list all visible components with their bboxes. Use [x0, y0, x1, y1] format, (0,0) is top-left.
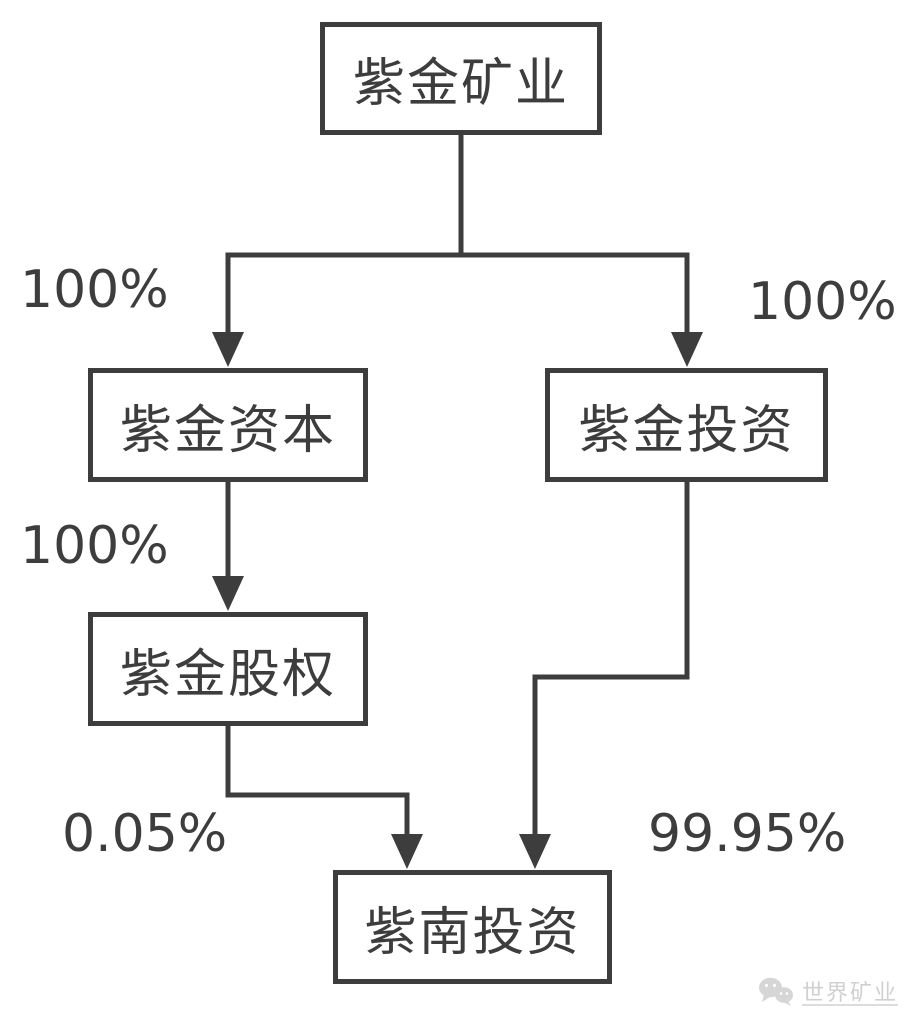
edge-investment-to-zinan	[532, 482, 690, 838]
watermark-label: 世界矿业	[801, 981, 898, 1006]
node-zijin-investment: 紫金投资	[545, 368, 828, 482]
node-zinan-investment: 紫南投资	[333, 870, 612, 984]
arrowhead-to-capital	[212, 332, 244, 367]
edge-label-zinan-left-percent: 0.05%	[62, 804, 228, 864]
watermark: 世界矿业	[757, 975, 898, 1007]
arrowhead-to-investment	[671, 332, 703, 367]
edge-label-zinan-right-percent: 99.95%	[648, 804, 847, 864]
edge-branch-bar	[225, 252, 690, 340]
wechat-icon	[757, 976, 795, 1006]
edge-label-investment-percent: 100%	[748, 272, 897, 332]
edge-label-capital-percent: 100%	[20, 260, 169, 320]
arrowhead-to-zinan-left	[391, 834, 423, 869]
edge-equity-to-zinan	[225, 726, 410, 838]
node-zijin-capital: 紫金资本	[88, 368, 368, 482]
node-zijin-mining: 紫金矿业	[320, 22, 602, 135]
node-zijin-equity: 紫金股权	[88, 612, 368, 726]
edge-label-equity-percent: 100%	[20, 516, 169, 576]
arrowhead-to-zinan-right	[519, 834, 551, 869]
arrowhead-to-equity	[212, 576, 244, 611]
